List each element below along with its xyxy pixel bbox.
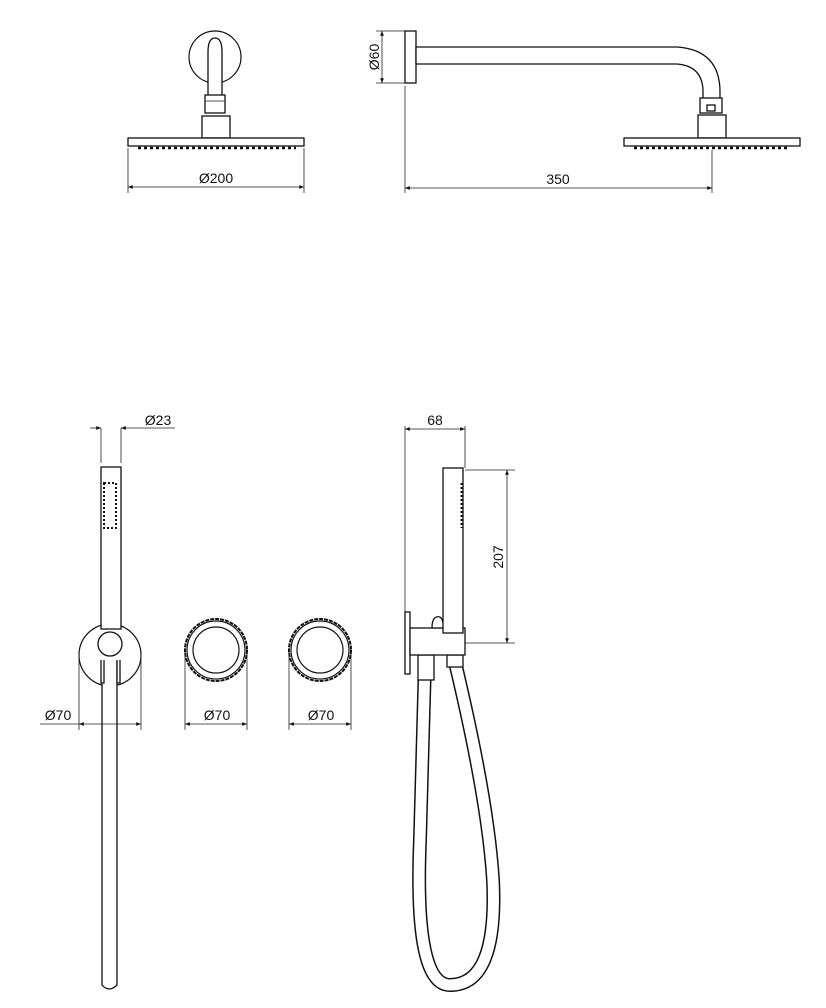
depth-label: 68	[427, 412, 443, 428]
dimension-label: Ø200	[199, 170, 233, 186]
diameter-label: Ø60	[366, 44, 382, 71]
shower-arm	[207, 37, 223, 95]
height-label: 207	[490, 545, 506, 569]
wall-diameter-label: Ø70	[45, 707, 72, 723]
hand-shower-front-view: Ø23 Ø70	[40, 412, 175, 990]
hand-shower	[442, 467, 464, 634]
mixer-1-diameter-label: Ø70	[204, 707, 231, 723]
nozzle-grid	[103, 482, 117, 529]
shower-arm	[415, 46, 721, 101]
collar	[201, 115, 231, 139]
shower-plate	[127, 137, 305, 147]
wall-plate	[404, 611, 411, 675]
diameter-label: Ø23	[145, 412, 172, 428]
collar	[697, 114, 727, 139]
mixer-2: Ø70	[288, 618, 352, 730]
length-label: 350	[546, 171, 570, 187]
hose	[101, 660, 118, 990]
wall-plate	[404, 30, 417, 84]
mixer-1: Ø70	[184, 618, 248, 730]
mixer-2-diameter-label: Ø70	[308, 707, 335, 723]
shower-head-front-view: Ø200	[127, 30, 305, 193]
shower-plate	[623, 137, 801, 147]
shower-head-side-view: Ø60 350	[366, 30, 801, 193]
hand-shower-side-view: 68 207	[404, 412, 515, 993]
swivel-nut	[204, 94, 226, 114]
holder-bracket	[100, 660, 121, 684]
holder-knob	[97, 631, 123, 657]
